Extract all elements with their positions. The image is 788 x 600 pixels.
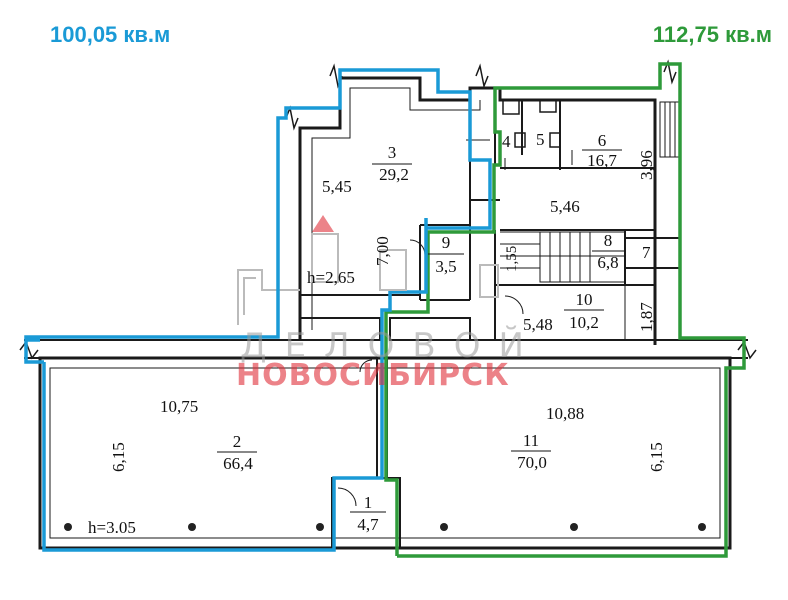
room10-number: 10: [576, 290, 593, 309]
room11-dim-width: 10,88: [546, 404, 584, 423]
room3-number: 3: [388, 143, 397, 162]
watermark-line1: ДЕЛОВОЙ: [240, 325, 542, 366]
room3-ceiling: h=2,65: [307, 268, 355, 287]
room2-dim-height: 6,15: [109, 442, 128, 472]
room10-dim-height: 1,87: [637, 302, 656, 332]
room3-dim-width: 5,45: [322, 177, 352, 196]
watermark-line2: НОВОСИБИРСК: [236, 358, 510, 393]
room6-number: 6: [598, 131, 607, 150]
room3-dim-height: 7,00: [373, 236, 392, 266]
room6-dim-height: 3,96: [637, 150, 656, 180]
room2-ceiling: h=3.05: [88, 518, 136, 537]
room2-dim-width: 10,75: [160, 397, 198, 416]
room1-number: 1: [364, 493, 373, 512]
watermark: ДЕЛОВОЙ НОВОСИБИРСК: [236, 215, 542, 393]
room-labels: 3 29,2 5,45 7,00 h=2,65 4 5 6 16,7 3,96 …: [88, 130, 666, 537]
room8-area: 6,8: [597, 253, 618, 272]
room11-area: 70,0: [517, 453, 547, 472]
room11-number: 11: [523, 431, 539, 450]
room8-number: 8: [604, 231, 613, 250]
area-left-label: 100,05 кв.м: [50, 22, 171, 47]
blue-outline: [24, 68, 492, 552]
room1-area: 4,7: [357, 515, 379, 534]
corridor-dim-width: 5,46: [550, 197, 580, 216]
room10-area: 10,2: [569, 313, 599, 332]
room2-number: 2: [233, 432, 242, 451]
room7-number: 7: [642, 243, 651, 262]
room4-number: 4: [502, 132, 511, 151]
area-right-label: 112,75 кв.м: [652, 22, 772, 47]
room2-area: 66,4: [223, 454, 253, 473]
watermark-building-icon: [311, 233, 339, 283]
room11-dim-height: 6,15: [647, 442, 666, 472]
green-outline: [384, 62, 746, 558]
column-dots: [64, 523, 706, 531]
room9-number: 9: [442, 233, 451, 252]
room3-area: 29,2: [379, 165, 409, 184]
corridor-dim-side: 1,55: [504, 246, 520, 272]
watermark-logo-icon: [312, 215, 334, 232]
room10-dim-width: 5,48: [523, 315, 553, 334]
room5-number: 5: [536, 130, 545, 149]
room9-area: 3,5: [435, 257, 456, 276]
room6-area: 16,7: [587, 151, 617, 170]
